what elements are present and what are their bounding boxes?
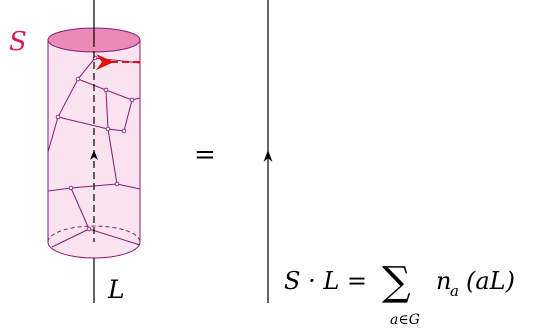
summand-subscript: a	[450, 282, 459, 300]
cylinder-bottom-back	[47, 225, 141, 243]
vertex	[75, 76, 81, 82]
summation-index: a∈G	[390, 312, 420, 328]
vertex	[121, 128, 127, 134]
vertex	[114, 181, 120, 187]
line-L-left	[90, 0, 98, 303]
right-line-arrowhead	[263, 150, 273, 162]
line-L-right	[263, 0, 273, 303]
equation-lhs: S · L =	[284, 267, 367, 295]
vertex	[68, 185, 74, 191]
line-label: L	[107, 275, 125, 304]
line-L-arrowhead	[90, 150, 98, 160]
vertex	[105, 126, 111, 132]
cylinder-body	[47, 39, 141, 259]
summand-n: n	[436, 267, 451, 295]
equation-rhs: (aL)	[466, 267, 515, 295]
equation: S · L = ∑ a∈G n a (aL)	[284, 259, 515, 328]
vertex	[86, 226, 92, 232]
summation-symbol: ∑	[382, 259, 411, 305]
vertex	[103, 87, 109, 93]
vertex	[55, 114, 61, 120]
vertex	[129, 97, 135, 103]
equals-sign: =	[194, 140, 216, 170]
surface-label: S	[9, 27, 27, 57]
